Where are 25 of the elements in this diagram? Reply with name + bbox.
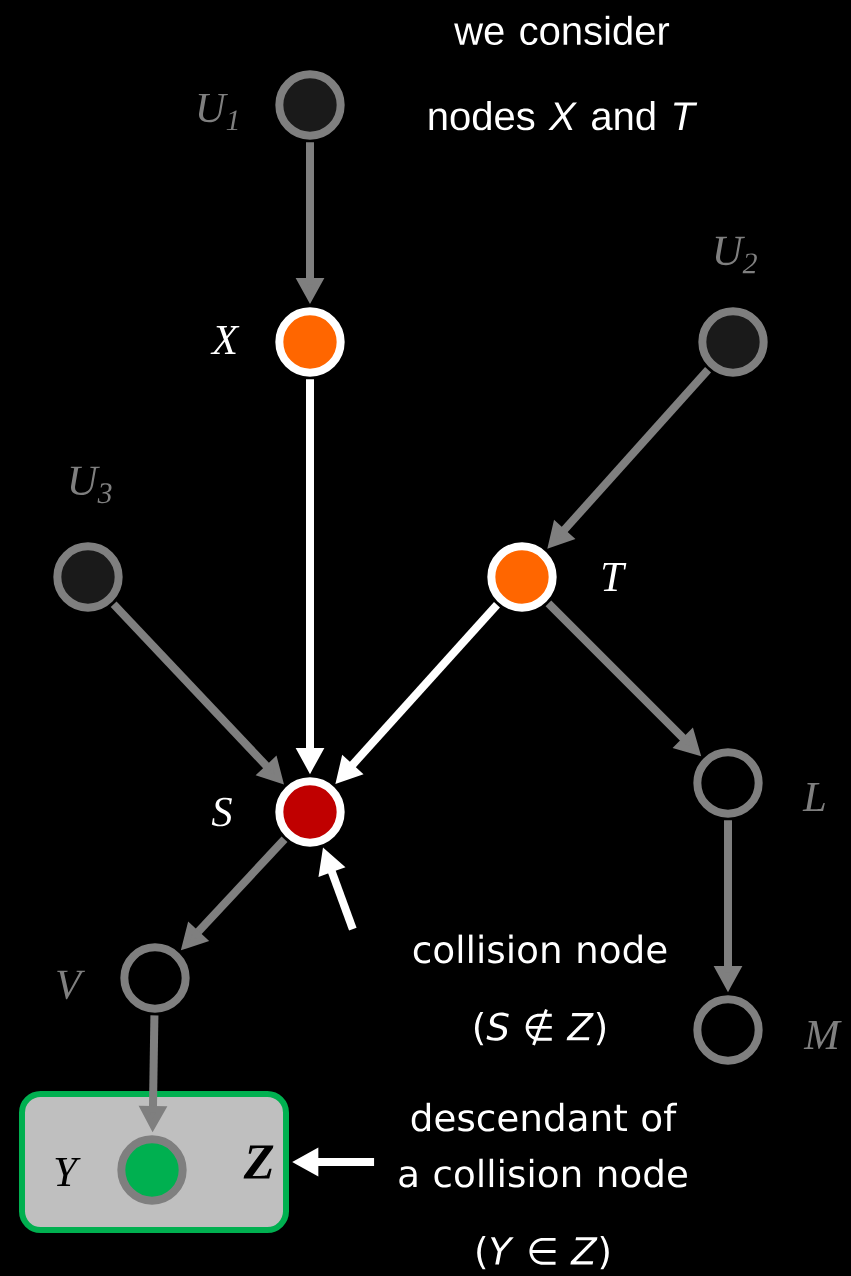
graph-node [275, 70, 345, 140]
node-label: L [802, 783, 825, 811]
graph-node [117, 1135, 187, 1205]
note-text: collision node [413, 934, 667, 964]
note-text: (S ∉ Z) [474, 1009, 606, 1046]
graph-node [693, 995, 763, 1065]
node-label: U$_{3}$ [70, 466, 112, 504]
note-text: (Y ∈ Z) [477, 1236, 609, 1270]
note-text: descendant of a collision node [399, 1102, 687, 1188]
node-label: S [211, 797, 232, 827]
graph-node [693, 748, 763, 818]
graph-node [275, 307, 345, 377]
graph-node [698, 307, 768, 377]
graph-node [120, 943, 190, 1013]
graph-node [275, 777, 345, 847]
node-label: U$_{2}$ [715, 236, 757, 274]
graph-node [487, 542, 557, 612]
node-label: Y [55, 1158, 81, 1186]
node-label: M [803, 1021, 842, 1049]
node-label: T [602, 563, 627, 591]
graph-node [53, 542, 123, 612]
node-label: X [210, 326, 240, 354]
note-text: we consider nodes X and T [429, 15, 698, 131]
node-label: V [57, 970, 86, 1000]
node-label: U$_{1}$ [198, 93, 238, 131]
